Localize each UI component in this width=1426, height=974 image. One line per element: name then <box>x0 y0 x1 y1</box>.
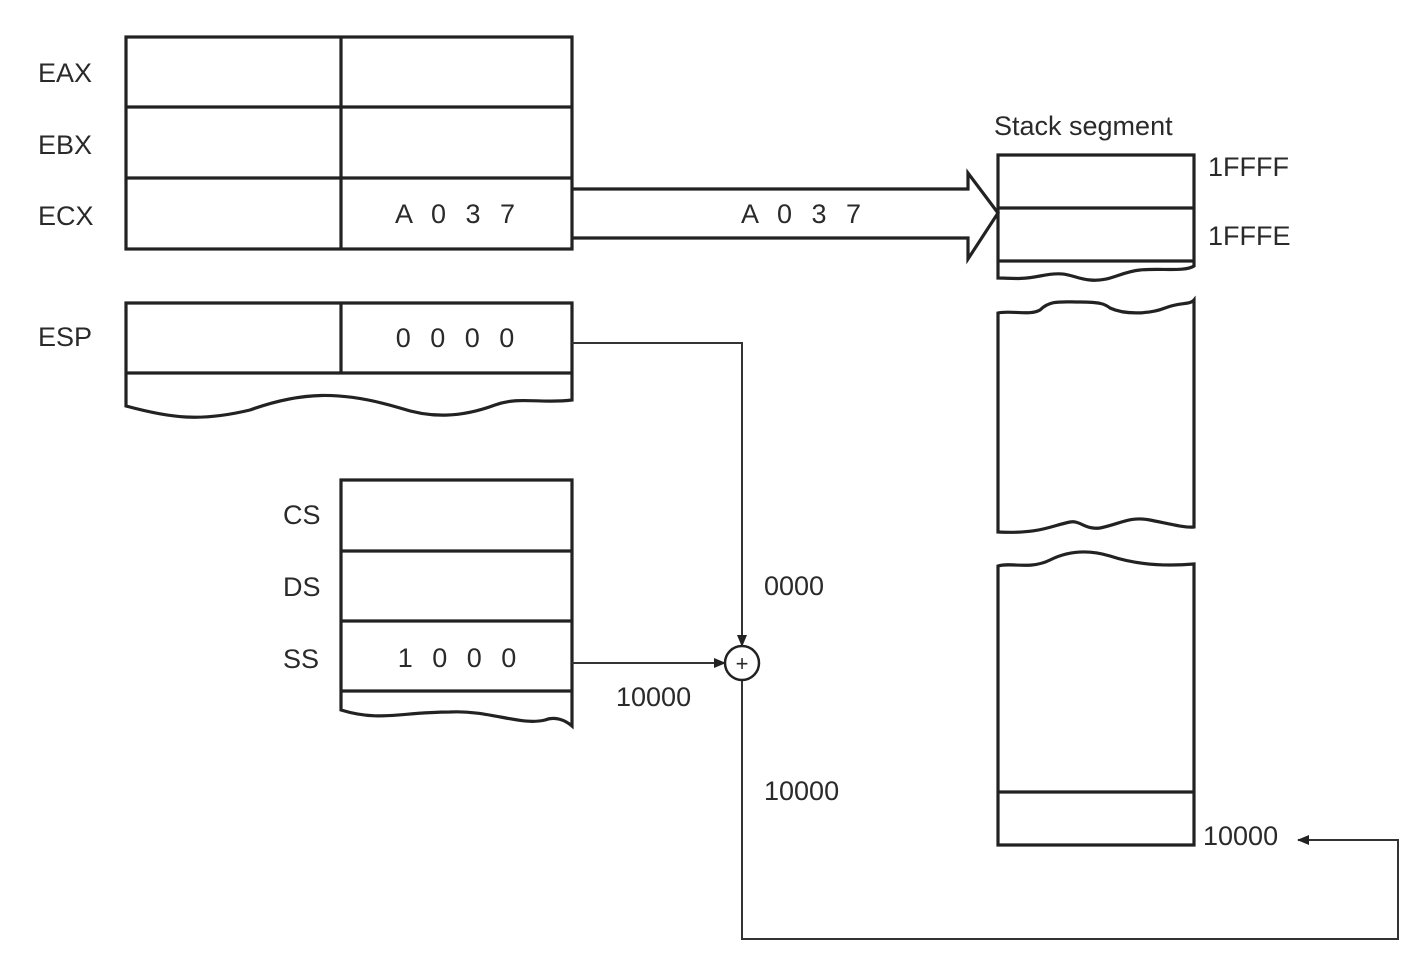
stack-middle-piece <box>996 295 1196 534</box>
address-1fffe: 1FFFE <box>1208 221 1291 251</box>
esp-low-value: 0 0 0 0 <box>396 323 521 353</box>
stack-title: Stack segment <box>994 111 1173 141</box>
general-register-block: EAX EBX ECX A 0 3 7 <box>38 35 574 251</box>
arrow-label: A 0 3 7 <box>741 199 867 229</box>
adder-output-label: 10000 <box>764 776 839 806</box>
address-10000: 10000 <box>1203 821 1278 851</box>
ecx-low-value: A 0 3 7 <box>395 199 521 229</box>
ss-value: 1 0 0 0 <box>398 643 523 673</box>
stack-top-piece <box>996 153 1196 282</box>
base-input-label: 10000 <box>616 682 691 712</box>
stack-bottom-piece <box>996 550 1196 847</box>
segment-label-ds: DS <box>283 572 321 602</box>
register-label-esp: ESP <box>38 322 92 352</box>
register-label-ebx: EBX <box>38 130 92 160</box>
register-frame <box>124 35 574 251</box>
esp-register-block: ESP 0 0 0 0 <box>38 301 574 419</box>
address-calculation-lines: + 0000 10000 10000 <box>572 342 1399 940</box>
address-1ffff: 1FFFF <box>1208 152 1289 182</box>
adder-circle <box>723 644 761 682</box>
register-label-ecx: ECX <box>38 201 94 231</box>
result-line <box>741 680 1399 940</box>
offset-line <box>572 342 747 647</box>
segment-label-cs: CS <box>283 500 321 530</box>
data-transfer-arrow: A 0 3 7 <box>572 168 1000 265</box>
stack-segment: Stack segment 1FFFF 1FFFE 10000 <box>994 111 1291 851</box>
esp-frame <box>124 301 574 419</box>
plus-icon: + <box>736 651 749 676</box>
segment-label-ss: SS <box>283 644 319 674</box>
register-label-eax: EAX <box>38 58 92 88</box>
segment-register-block: CS DS SS 1 0 0 0 <box>283 478 574 730</box>
offset-input-label: 0000 <box>764 571 824 601</box>
segment-frame <box>339 478 574 730</box>
